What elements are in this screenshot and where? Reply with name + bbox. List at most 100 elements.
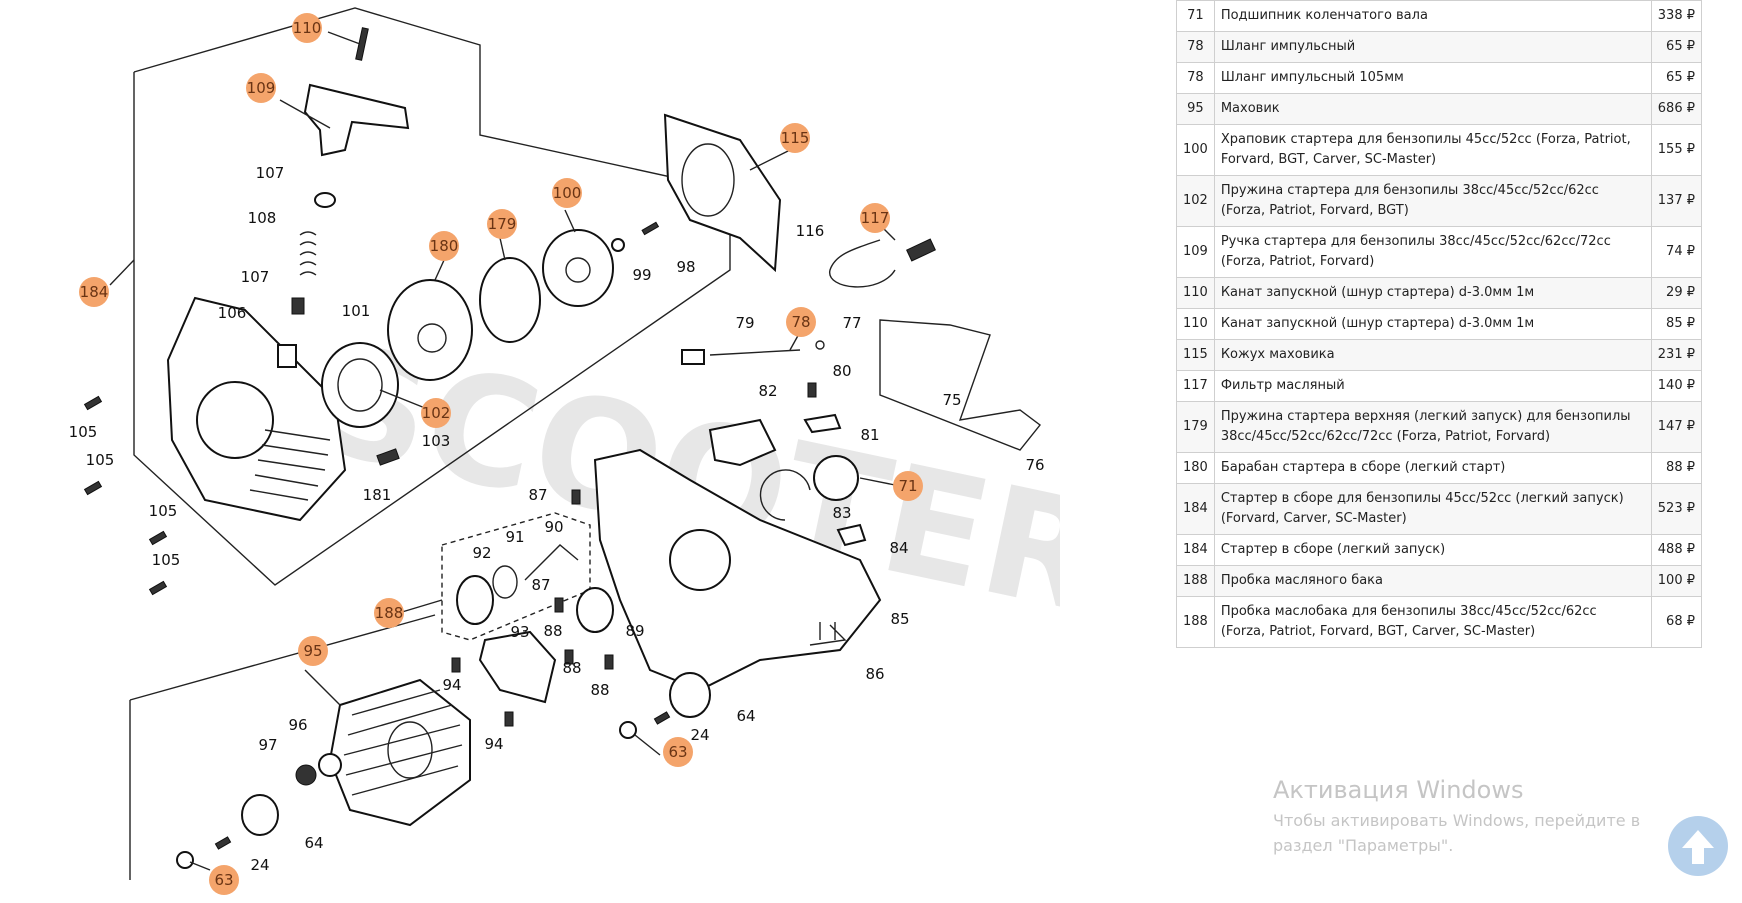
label: 105 bbox=[149, 502, 178, 520]
part-price-cell: 338 ₽ bbox=[1650, 0, 1703, 32]
label: 97 bbox=[258, 736, 277, 754]
part-price-cell: 231 ₽ bbox=[1650, 339, 1703, 371]
svg-text:71: 71 bbox=[898, 477, 917, 495]
label: 24 bbox=[250, 856, 269, 874]
label: 93 bbox=[510, 623, 529, 641]
part-price-cell: 100 ₽ bbox=[1650, 565, 1703, 597]
callout-109[interactable]: 109 bbox=[246, 73, 276, 103]
label: 99 bbox=[632, 266, 651, 284]
part-name-cell: Пружина стартера верхняя (легкий запуск)… bbox=[1213, 401, 1652, 453]
callout-179[interactable]: 179 bbox=[487, 209, 517, 239]
part-name-cell: Шланг импульсный bbox=[1213, 31, 1652, 63]
bushing-107-part bbox=[314, 192, 336, 208]
label: 80 bbox=[832, 362, 851, 380]
svg-text:180: 180 bbox=[430, 237, 459, 255]
callout-188[interactable]: 188 bbox=[374, 598, 404, 628]
chain-guard-76-part bbox=[879, 319, 1041, 451]
callout-117[interactable]: 117 bbox=[860, 203, 890, 233]
svg-text:63: 63 bbox=[214, 871, 233, 889]
label: 94 bbox=[442, 676, 461, 694]
starter-cover-hole bbox=[196, 381, 274, 459]
svg-text:63: 63 bbox=[668, 743, 687, 761]
label: 89 bbox=[625, 622, 644, 640]
part-price-cell: 140 ₽ bbox=[1650, 370, 1703, 402]
label: 108 bbox=[248, 209, 277, 227]
part-number-cell: 115 bbox=[1176, 339, 1215, 371]
svg-text:100: 100 bbox=[553, 184, 582, 202]
ratchet-100-hub bbox=[565, 257, 591, 283]
oil-hose-116-part bbox=[829, 239, 896, 288]
part-number-cell: 110 bbox=[1176, 277, 1215, 309]
fitting-79-part bbox=[681, 349, 705, 365]
impulse-hose-78-part bbox=[709, 349, 801, 356]
part-name-cell: Канат запускной (шнур стартера) d-3.0мм … bbox=[1213, 308, 1652, 340]
label: 105 bbox=[69, 423, 98, 441]
callout-78[interactable]: 78 bbox=[786, 307, 816, 337]
part-name-cell: Пружина стартера для бензопилы 38cc/45cc… bbox=[1213, 175, 1652, 227]
label: 116 bbox=[796, 222, 825, 240]
label: 181 bbox=[363, 486, 392, 504]
callout-102[interactable]: 102 bbox=[421, 398, 451, 428]
label: 83 bbox=[832, 504, 851, 522]
windows-activation-watermark: Активация Windows Чтобы активировать Win… bbox=[1273, 774, 1703, 858]
washer-63-part bbox=[176, 851, 194, 869]
label: 86 bbox=[865, 665, 884, 683]
part-name-cell: Стартер в сборе (легкий запуск) bbox=[1213, 534, 1652, 566]
plate-89-part bbox=[576, 587, 614, 633]
gasket-93-part bbox=[478, 630, 557, 704]
bracket-82-part bbox=[708, 418, 777, 467]
part-name-cell: Фильтр масляный bbox=[1213, 370, 1652, 402]
scroll-to-top-button[interactable] bbox=[1668, 816, 1728, 876]
part-price-cell: 137 ₽ bbox=[1650, 175, 1703, 227]
flywheel-group-outline bbox=[129, 614, 436, 701]
label: 64 bbox=[736, 707, 755, 725]
starter-drum-hub bbox=[417, 323, 447, 353]
crankcase-bore bbox=[669, 529, 731, 591]
label: 84 bbox=[889, 539, 908, 557]
part-name-cell: Пробка масляного бака bbox=[1213, 565, 1652, 597]
label: 87 bbox=[528, 486, 547, 504]
spring-108-part bbox=[299, 231, 317, 276]
callout-180[interactable]: 180 bbox=[429, 231, 459, 261]
callout-63[interactable]: 63 bbox=[663, 737, 693, 767]
callout-63[interactable]: 63 bbox=[209, 865, 239, 895]
part-name-cell: Канат запускной (шнур стартера) d-3.0мм … bbox=[1213, 277, 1652, 309]
callout-95[interactable]: 95 bbox=[298, 636, 328, 666]
part-number-cell: 78 bbox=[1176, 31, 1215, 63]
part-price-cell: 686 ₽ bbox=[1650, 93, 1703, 125]
callout-184[interactable]: 184 bbox=[79, 277, 109, 307]
label: 79 bbox=[735, 314, 754, 332]
part-name-cell: Храповик стартера для бензопилы 45cc/52c… bbox=[1213, 124, 1652, 176]
part-price-cell: 68 ₽ bbox=[1650, 596, 1703, 648]
part-price-cell: 147 ₽ bbox=[1650, 401, 1703, 453]
ratchet-100-part bbox=[542, 229, 614, 307]
label: 107 bbox=[256, 164, 285, 182]
part-number-cell: 179 bbox=[1176, 401, 1215, 453]
svg-text:102: 102 bbox=[422, 404, 451, 422]
callout-71[interactable]: 71 bbox=[893, 471, 923, 501]
circlip-83-part bbox=[759, 469, 811, 521]
part-price-cell: 85 ₽ bbox=[1650, 308, 1703, 340]
part-number-cell: 71 bbox=[1176, 0, 1215, 32]
callout-100[interactable]: 100 bbox=[552, 178, 582, 208]
flywheel-cover-hole bbox=[681, 143, 735, 217]
callout-115[interactable]: 115 bbox=[780, 123, 810, 153]
label: 81 bbox=[860, 426, 879, 444]
label: 24 bbox=[690, 726, 709, 744]
label: 107 bbox=[241, 268, 270, 286]
label: 77 bbox=[842, 314, 861, 332]
part-number-cell: 95 bbox=[1176, 93, 1215, 125]
callout-110[interactable]: 110 bbox=[292, 13, 322, 43]
part-price-cell: 74 ₽ bbox=[1650, 226, 1703, 278]
washer-63b-part bbox=[619, 721, 637, 739]
label: 91 bbox=[505, 528, 524, 546]
